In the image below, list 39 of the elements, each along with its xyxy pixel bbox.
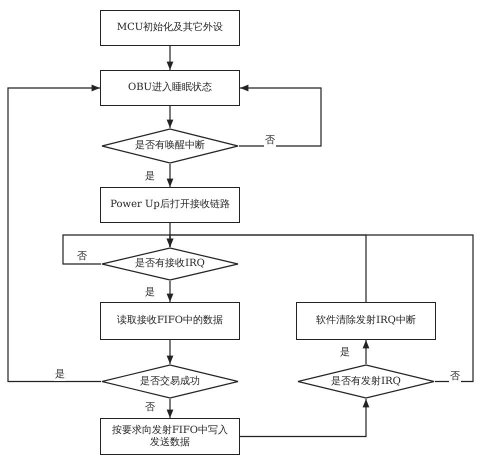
step-text: OBU进入睡眠状态 [128,82,212,94]
arrow [166,340,174,364]
arrow [166,234,474,382]
edge-label: 否 [264,135,276,147]
arrow [7,84,101,382]
step-text: MCU初始化及其它外设 [116,22,224,34]
process-box [100,10,240,46]
arrow [166,46,174,70]
step-text: 读取接收FIFO中的数据 [116,315,224,327]
edge-label: 是 [54,369,66,381]
step-text: 按要求向发射FIFO中写入发送数据 [110,424,230,448]
decision-text: 是否有接收IRQ [135,258,205,270]
edge-label: 否 [144,402,156,414]
arrow [362,340,370,364]
decision-diamond [101,128,239,164]
edge-label: 是 [144,171,156,183]
arrow [240,399,370,438]
decision-text: 是否有唤醒中断 [135,140,205,152]
arrow [166,399,174,418]
edge-label: 否 [76,251,88,263]
process-box [296,302,436,340]
edge-label: 是 [144,287,156,299]
decision-diamond [101,364,239,399]
arrow [166,106,174,128]
arrow [239,84,322,147]
arrow [166,281,174,302]
decision-text: 是否有发射IRQ [331,376,401,388]
decision-diamond [101,247,239,281]
decision-text: 是否交易成功 [140,376,200,388]
process-box [100,70,240,106]
process-box [100,187,240,223]
process-box [100,418,240,455]
step-text: 软件清除发射IRQ中断 [316,315,416,327]
edge-label: 否 [449,371,461,383]
edge-label: 是 [339,347,351,359]
arrow [166,164,174,187]
decision-diamond [297,364,435,399]
step-text: Power Up后打开接收链路 [110,199,230,211]
process-box [100,302,240,340]
